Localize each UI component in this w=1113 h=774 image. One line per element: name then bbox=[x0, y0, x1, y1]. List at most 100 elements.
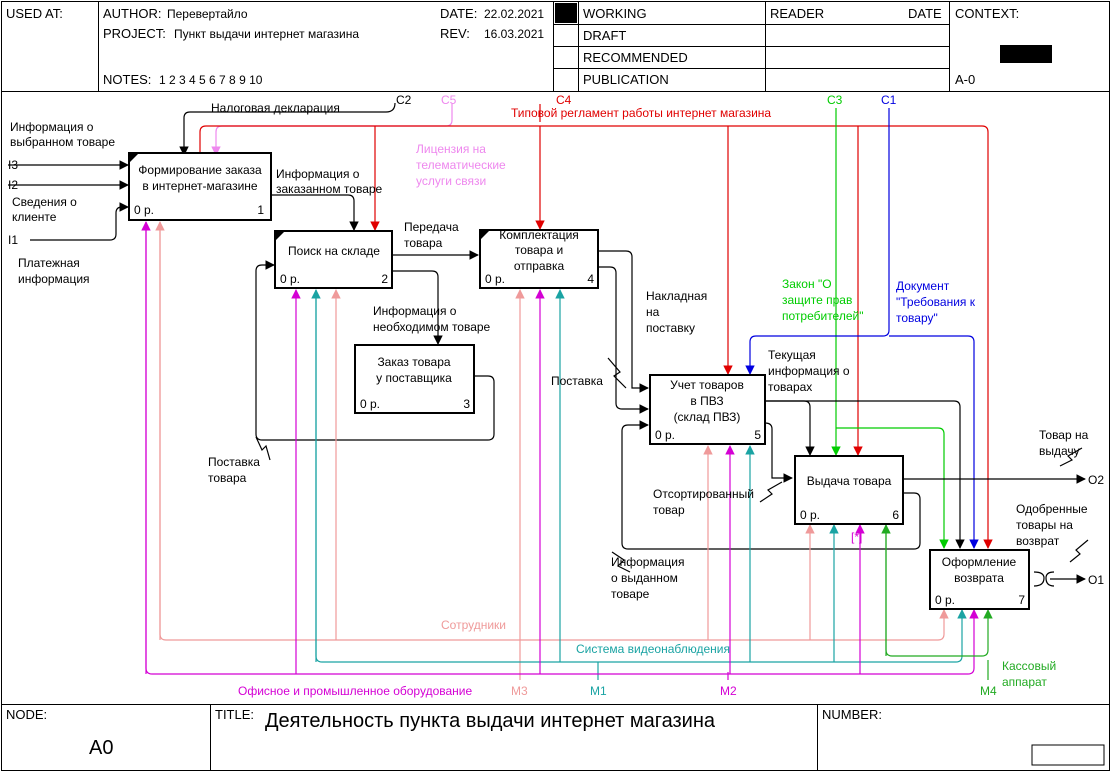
label-supply-left-2: товара bbox=[208, 471, 247, 485]
box-2-line1: Поиск на складе bbox=[288, 244, 380, 258]
box-7-line2: возврата bbox=[954, 571, 1004, 585]
arrow-labels: Информация о выбранном товаре I3 I2 Свед… bbox=[8, 93, 1104, 698]
label-approved-2: товары на bbox=[1016, 518, 1073, 532]
node-value: A0 bbox=[89, 737, 113, 759]
notes-value: 1 2 3 4 5 6 7 8 9 10 bbox=[159, 73, 263, 87]
box-5-number: 5 bbox=[754, 428, 761, 442]
label-invoice-2: на bbox=[646, 305, 660, 319]
status-working: WORKING bbox=[583, 6, 647, 21]
status-publication: PUBLICATION bbox=[583, 72, 669, 87]
label-cash-2: аппарат bbox=[1002, 675, 1047, 689]
project-value: Пункт выдачи интернет магазина bbox=[174, 27, 359, 41]
label-c3: C3 bbox=[827, 93, 843, 107]
label-doc-1: Документ bbox=[896, 279, 950, 293]
arrow-supply-feedback bbox=[255, 260, 495, 441]
label-approved-1: Одобренные bbox=[1016, 502, 1088, 516]
box-5[interactable]: Учет товаров в ПВЗ (склад ПВЗ) 0 р. 5 bbox=[649, 374, 766, 445]
label-tax: Налоговая декларация bbox=[211, 101, 340, 115]
label-payment-2: информация bbox=[18, 272, 90, 286]
label-office: Офисное и промышленное оборудование bbox=[238, 684, 472, 698]
box-3[interactable]: Заказ товара у поставщика 0 р. 3 bbox=[354, 344, 475, 414]
label-issued-3: товаре bbox=[611, 587, 650, 601]
box-1-line1: Формирование заказа bbox=[138, 163, 262, 177]
arrow-supply bbox=[598, 266, 649, 414]
label-info-selected-1: Информация о bbox=[10, 120, 94, 134]
box-1[interactable]: Формирование заказа в интернет-магазине … bbox=[128, 152, 272, 221]
label-law-3: потребителей" bbox=[782, 309, 863, 323]
box-6[interactable]: Выдача товара 0 р. 6 bbox=[794, 455, 904, 525]
o2-squiggle bbox=[1059, 447, 1083, 467]
label-transfer-2: товара bbox=[404, 236, 443, 250]
o1-tunnel-right bbox=[1045, 571, 1055, 587]
arrow-sorted-goods bbox=[764, 422, 793, 483]
label-i2: I2 bbox=[8, 178, 18, 192]
diagram-title: Деятельность пункта выдачи интернет мага… bbox=[265, 710, 716, 732]
box-3-line2: у поставщика bbox=[376, 371, 452, 385]
o1-tunnel-left bbox=[1033, 571, 1045, 587]
box-3-line1: Заказ товара bbox=[377, 355, 450, 369]
footer bbox=[1, 704, 1110, 770]
label-client-info-2: клиенте bbox=[12, 210, 57, 224]
box-4-cost: 0 р. bbox=[485, 272, 505, 286]
working-status-marker bbox=[555, 3, 577, 23]
label-law-2: защите прав bbox=[782, 293, 852, 307]
label-m2: M2 bbox=[720, 684, 737, 698]
box-4-line3: отправка bbox=[514, 259, 565, 273]
label-i3: I3 bbox=[8, 158, 18, 172]
label-supply-mid: Поставка bbox=[551, 374, 603, 388]
box-6-number: 6 bbox=[892, 508, 899, 522]
box-7[interactable]: Оформление возврата 0 р. 7 bbox=[929, 549, 1030, 610]
box-7-cost: 0 р. bbox=[935, 593, 955, 607]
box-5-cost: 0 р. bbox=[655, 428, 675, 442]
box-2[interactable]: Поиск на складе 0 р. 2 bbox=[274, 230, 393, 289]
arrow-c1-box7 bbox=[889, 335, 979, 549]
box-4[interactable]: Комплектация товара и отправка 0 р. 4 bbox=[479, 228, 599, 289]
label-doc-2: "Требования к bbox=[896, 295, 976, 309]
label-c1: C1 bbox=[881, 93, 897, 107]
approved-squiggle bbox=[1069, 539, 1089, 563]
date-label: DATE: bbox=[440, 6, 477, 21]
author-value: Перевертайло bbox=[167, 7, 248, 21]
label-payment-1: Платежная bbox=[18, 256, 80, 270]
supply-mid-squiggle bbox=[607, 357, 627, 389]
label-regulation: Типовой регламент работы интернет магази… bbox=[511, 106, 771, 120]
status-recommended: RECOMMENDED bbox=[583, 50, 688, 65]
label-c4: C4 bbox=[556, 93, 572, 107]
label-i1: I1 bbox=[8, 233, 18, 247]
arrow-c3-box7 bbox=[836, 427, 949, 549]
used-at-label: USED AT: bbox=[6, 6, 63, 21]
box-5-line2: в ПВЗ bbox=[690, 394, 723, 408]
box-6-cost: 0 р. bbox=[800, 508, 820, 522]
label-license-3: услуги связи bbox=[416, 174, 486, 188]
number-label: NUMBER: bbox=[822, 707, 882, 722]
arrow-i1 bbox=[30, 202, 129, 241]
arrow-c1-box5 bbox=[745, 108, 890, 375]
label-sorted-2: товар bbox=[653, 503, 685, 517]
label-video: Система видеонаблюдения bbox=[576, 642, 730, 656]
box-1-number: 1 bbox=[257, 203, 264, 217]
reader-date-label: DATE bbox=[908, 6, 942, 21]
box-6-line1: Выдача товара bbox=[807, 474, 892, 488]
label-m1: M1 bbox=[590, 684, 607, 698]
box-3-cost: 0 р. bbox=[360, 397, 380, 411]
label-staff: Сотрудники bbox=[441, 618, 506, 632]
label-license-2: телематические bbox=[416, 158, 506, 172]
number-box bbox=[1031, 744, 1105, 766]
box-2-cost: 0 р. bbox=[280, 272, 300, 286]
node-label: NODE: bbox=[6, 707, 47, 722]
arrow-invoice bbox=[598, 250, 649, 393]
label-current-info-3: товарах bbox=[768, 380, 812, 394]
box-5-line3: (склад ПВЗ) bbox=[674, 410, 741, 424]
arrow-ordered-info bbox=[271, 194, 359, 231]
label-license-1: Лицензия на bbox=[416, 142, 486, 156]
rev-label: REV: bbox=[440, 26, 470, 41]
arrow-current-info-box7 bbox=[765, 400, 965, 549]
title-label: TITLE: bbox=[215, 707, 254, 722]
context-node: A-0 bbox=[955, 72, 975, 87]
label-transfer-1: Передача bbox=[404, 220, 459, 234]
arrow-c2-tax bbox=[179, 102, 396, 156]
label-m4: M4 bbox=[980, 684, 997, 698]
label-cash-1: Кассовый bbox=[1002, 659, 1056, 673]
label-invoice-3: поставку bbox=[646, 321, 695, 335]
